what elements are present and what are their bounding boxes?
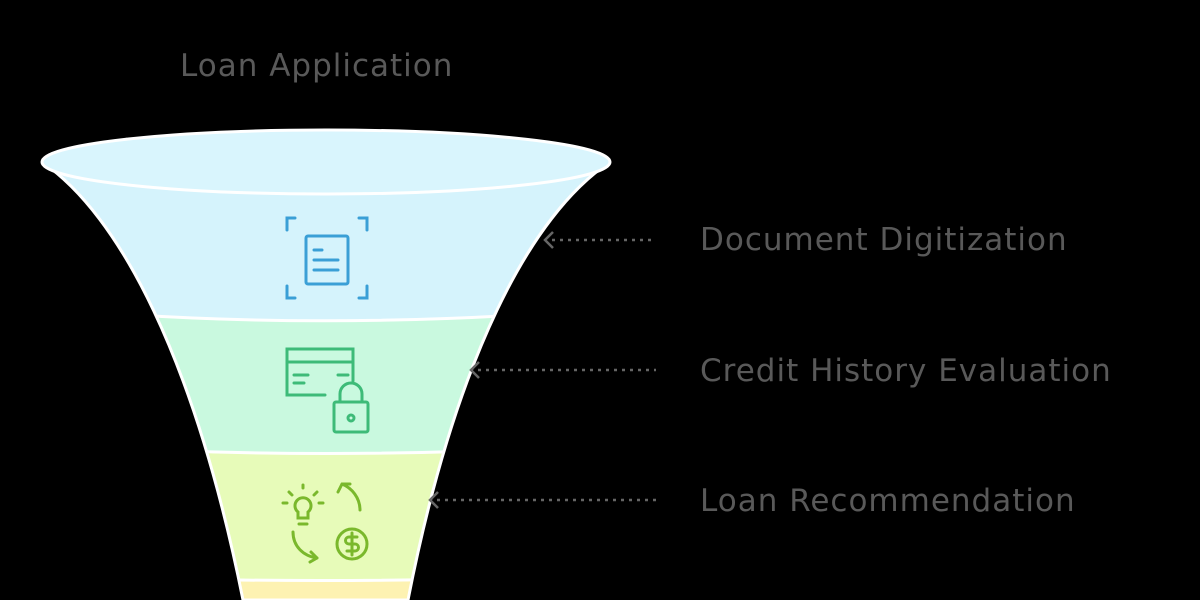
- funnel-top-rim: [40, 128, 612, 196]
- connector-arrow-3: [428, 491, 656, 509]
- document-scan-icon: [285, 216, 369, 300]
- stage-label-2: Credit History Evaluation: [700, 353, 1112, 389]
- connector-arrow-2: [469, 361, 656, 379]
- stage-label-3: Loan Recommendation: [700, 483, 1076, 519]
- stage-label-1: Document Digitization: [700, 222, 1068, 258]
- idea-money-cycle-icon: [281, 482, 369, 564]
- connector-arrow-1: [543, 231, 656, 249]
- credit-card-lock-icon: [285, 347, 370, 434]
- funnel-stage-3: [42, 436, 610, 600]
- funnel-title: Loan Application: [180, 48, 454, 84]
